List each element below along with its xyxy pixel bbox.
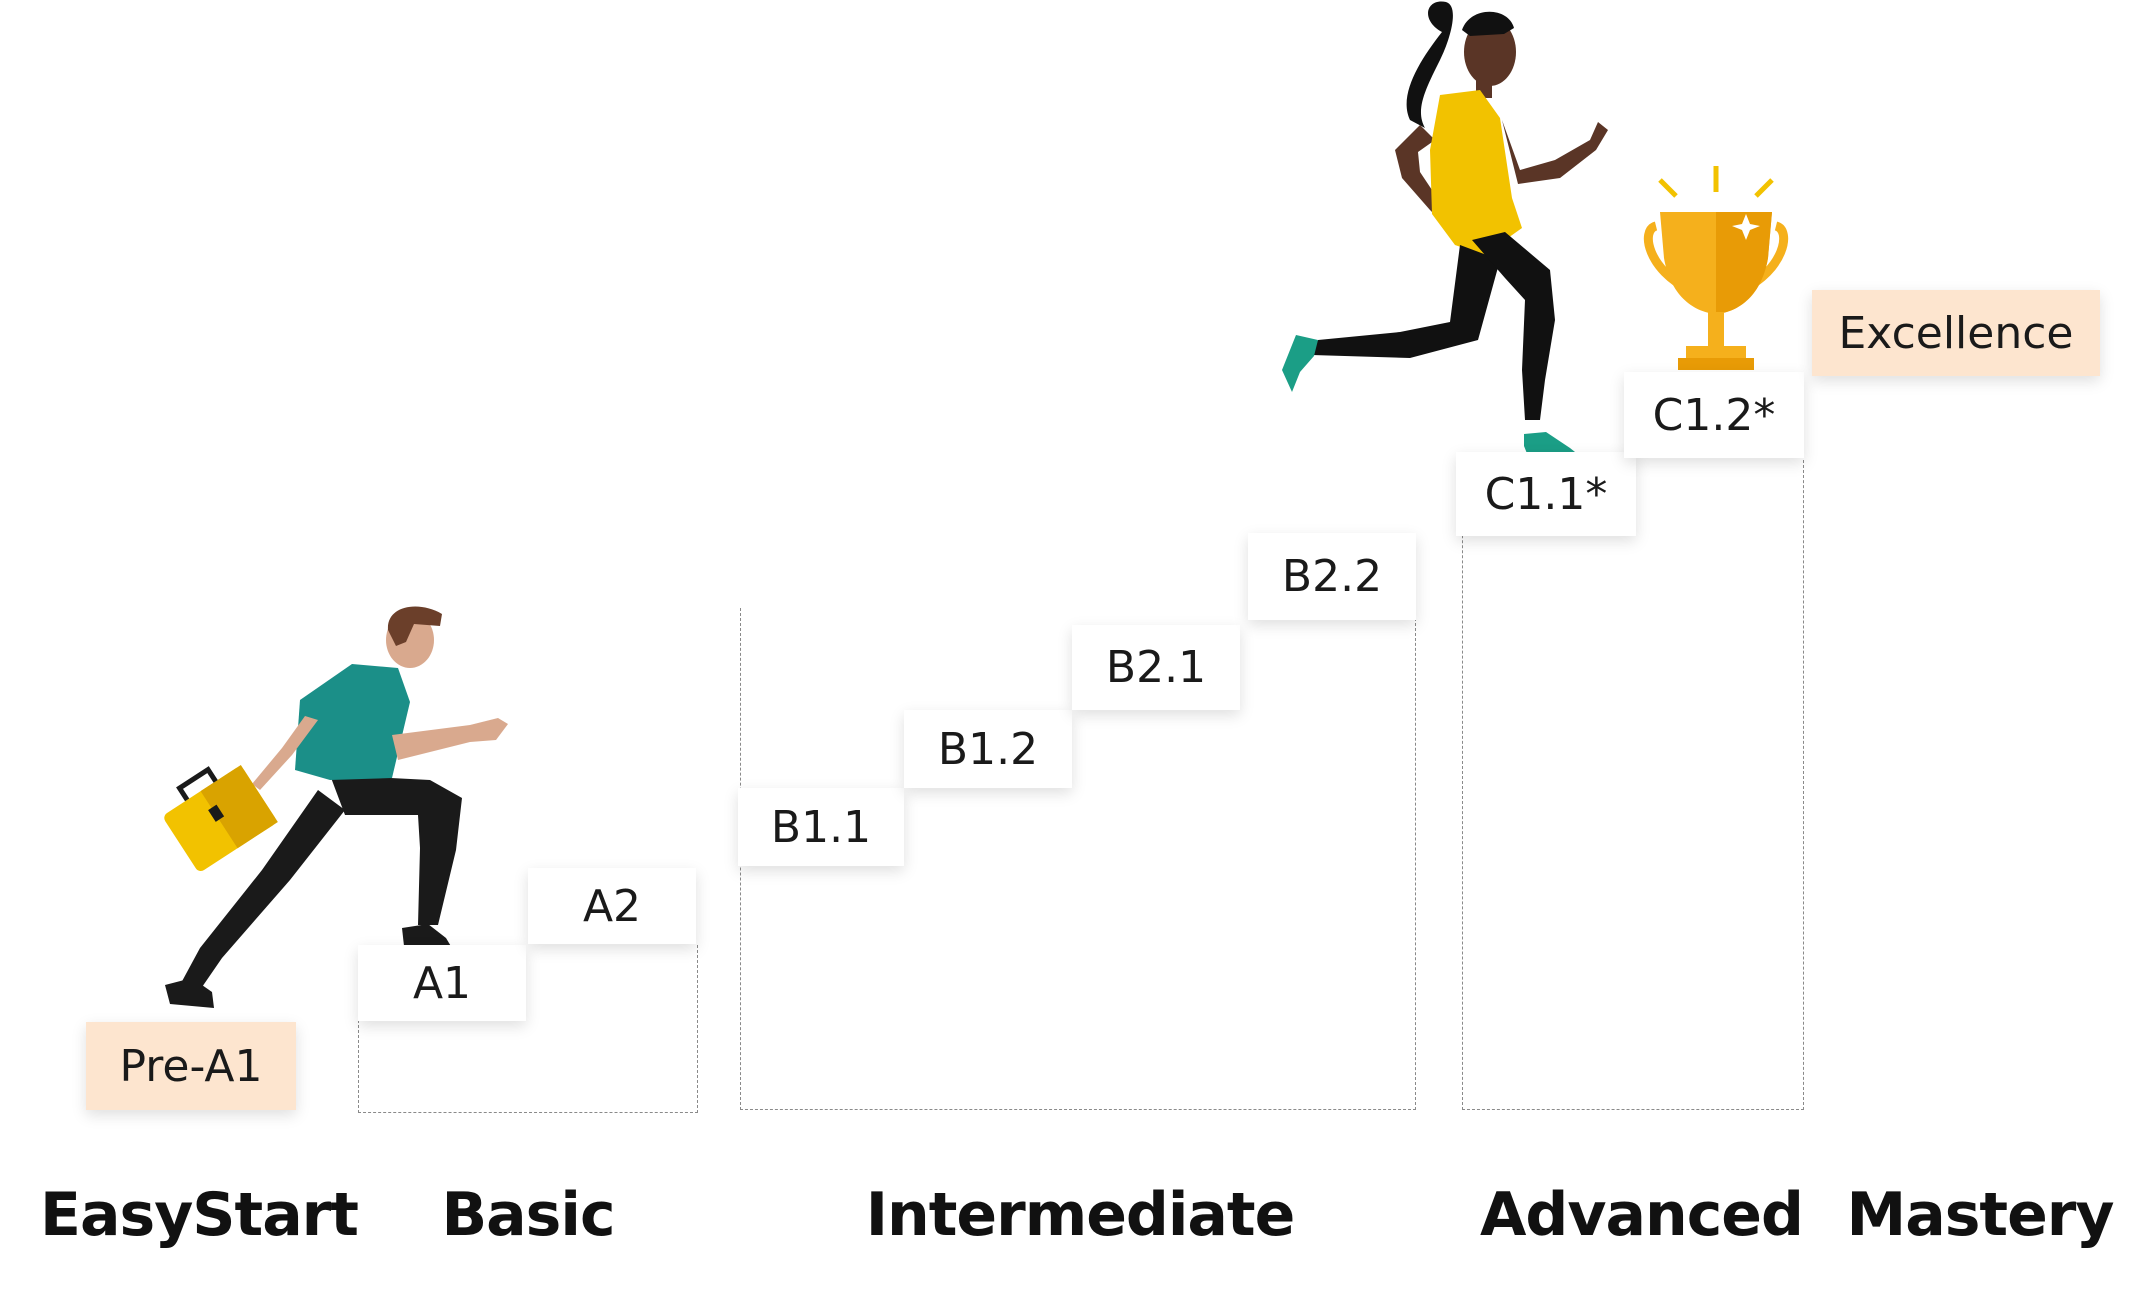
level-step-b2-2: B2.2	[1248, 533, 1416, 620]
basic-group-outline	[358, 945, 698, 1113]
level-step-a1: A1	[358, 945, 526, 1021]
group-label-easystart: EasyStart	[40, 1180, 359, 1250]
level-step-pre-a1: Pre-A1	[86, 1022, 296, 1110]
group-label-advanced: Advanced	[1480, 1180, 1804, 1250]
level-step-c1-2: C1.2*	[1624, 372, 1804, 458]
group-label-basic: Basic	[441, 1180, 615, 1250]
level-step-b1-2: B1.2	[904, 710, 1072, 788]
level-step-a2: A2	[528, 868, 696, 944]
advanced-group-outline	[1462, 455, 1804, 1110]
level-step-excellence: Excellence	[1812, 290, 2100, 376]
level-step-c1-1: C1.1*	[1456, 452, 1636, 536]
level-step-b2-1: B2.1	[1072, 625, 1240, 710]
group-label-intermediate: Intermediate	[865, 1180, 1296, 1250]
level-step-b1-1: B1.1	[738, 788, 904, 866]
group-label-mastery: Mastery	[1846, 1180, 2115, 1250]
